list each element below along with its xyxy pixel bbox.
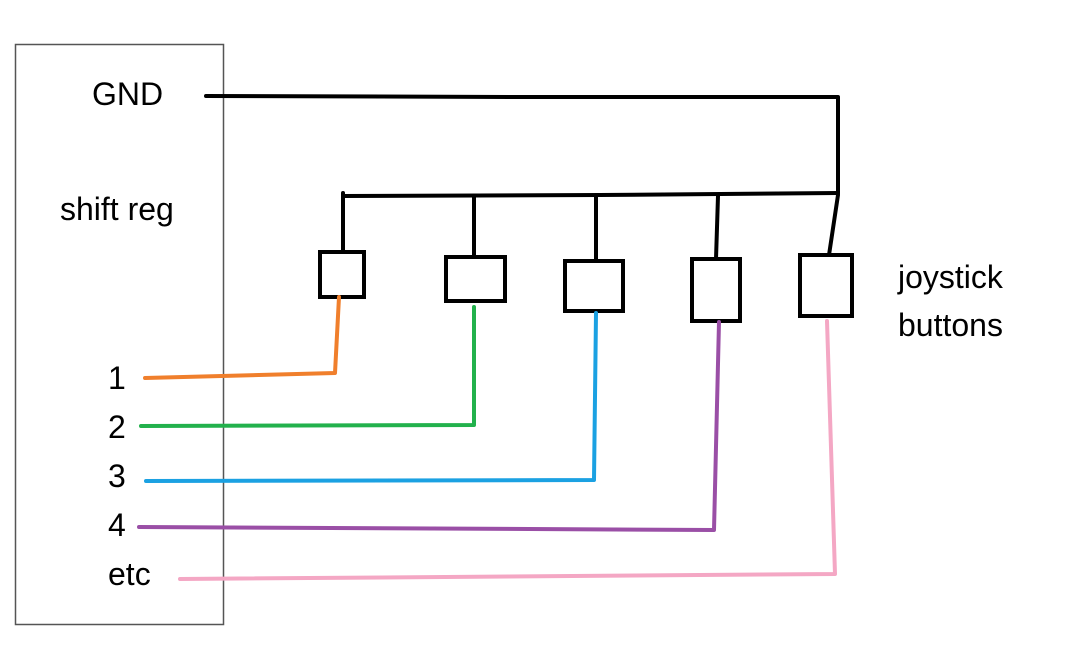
shift-register-box: [14, 43, 225, 626]
gnd-bus: [341, 191, 840, 198]
joystick-button-3: [563, 259, 625, 313]
pin-wire-4: [137, 320, 721, 532]
pin-wire-3: [144, 311, 598, 483]
gnd-drop-5: [827, 193, 840, 257]
joystick-label-line2: buttons: [898, 307, 1003, 343]
gnd-drop-4: [714, 194, 720, 261]
pin-label-2: 2: [108, 409, 126, 445]
joystick-button-4: [690, 257, 742, 323]
pin-wire-1: [143, 295, 341, 380]
joystick-label-line1: joystick: [897, 259, 1004, 295]
joystick-button-1: [318, 250, 366, 299]
gnd-wire: [204, 94, 840, 195]
shift-register-title: shift reg: [60, 191, 174, 227]
joystick-button-5: [798, 253, 854, 318]
pin-wire-etc: [178, 319, 837, 581]
joystick-buttons: [318, 250, 854, 323]
pin-wire-2: [139, 305, 476, 428]
joystick-button-2: [444, 255, 507, 303]
pin-label-3: 3: [108, 458, 126, 494]
pin-label-etc: etc: [108, 556, 151, 592]
pin-label-4: 4: [108, 507, 126, 543]
pin-wiring: [137, 295, 837, 581]
ground-wiring: [204, 94, 840, 263]
pin-label-1: 1: [108, 360, 126, 396]
gnd-label: GND: [92, 76, 163, 112]
